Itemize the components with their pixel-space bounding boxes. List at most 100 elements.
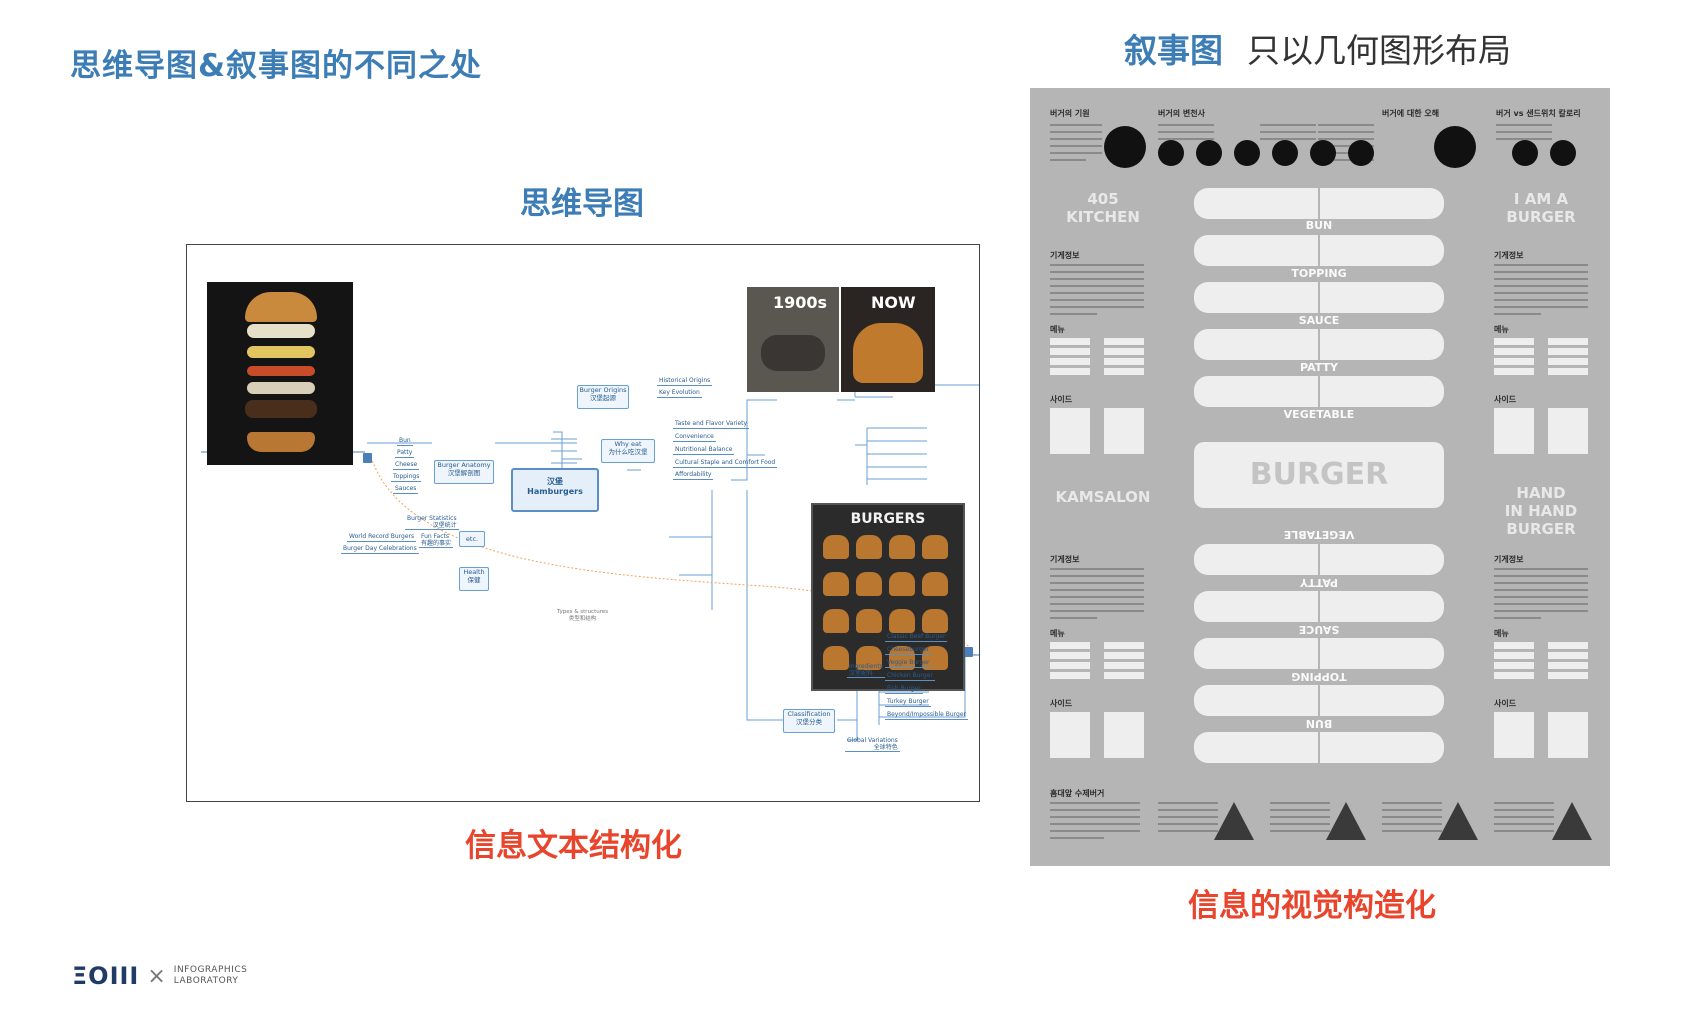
node-fish: Fish Burger: [885, 685, 923, 694]
relation-label: Types & structures 类型和结构: [557, 609, 608, 623]
node-nutrition: Nutritional Balance: [673, 446, 735, 455]
patty-shape: [245, 400, 317, 418]
bun-bottom-shape: [247, 432, 315, 452]
menu-stack: [1494, 338, 1534, 378]
narrative-heading-bold: 叙事图: [1124, 31, 1223, 70]
menu-stack: [1494, 642, 1534, 682]
why-en: Why eat: [614, 440, 642, 448]
menu-stack: [1050, 642, 1090, 682]
node-cultural: Cultural Staple and Comfort Food: [673, 459, 778, 468]
bottom-text: [1050, 802, 1140, 844]
statistics-en: Burger Statistics: [407, 515, 457, 522]
layer-bar: [1194, 235, 1444, 266]
handinhand-line1: HAND: [1516, 484, 1566, 502]
node-toppings: Toppings: [391, 473, 422, 482]
poster-text-block: [1318, 124, 1374, 166]
relation-en: Types & structures: [557, 609, 609, 615]
menu-burger-thumb: [823, 535, 849, 559]
layer-label-vegetable: VEGETABLE: [1283, 408, 1355, 421]
layer-label-patty-flipped: PATTY: [1300, 576, 1338, 589]
node-global-variations: Global Variations 全球特色: [845, 737, 900, 752]
node-burger-anatomy: Burger Anatomy 汉堡解剖图: [434, 460, 494, 484]
relation-cn: 类型和结构: [568, 616, 597, 622]
handinhand-line2: IN HAND: [1504, 502, 1578, 520]
layer-bar: [1194, 732, 1444, 763]
info-label: 기게정보: [1494, 555, 1524, 564]
poster-circle: [1196, 140, 1222, 166]
poster-circle: [1310, 140, 1336, 166]
side-box: [1548, 712, 1588, 758]
node-chicken: Chicken Burger: [885, 672, 935, 681]
bottom-text: [1270, 802, 1330, 837]
layer-label-sauce: SAUCE: [1298, 314, 1340, 327]
node-sauces: Sauces: [393, 485, 419, 494]
info-label: 기게정보: [1050, 555, 1080, 564]
node-bun: Bun: [397, 437, 413, 446]
layer-bar: [1194, 282, 1444, 313]
funfacts-en: Fun Facts: [421, 533, 449, 540]
bottom-text: [1382, 802, 1442, 837]
cheese-shape: [247, 324, 315, 338]
menu-stack: [1548, 642, 1588, 682]
menu-burger-thumb: [922, 609, 948, 633]
burger-menu-photo: BURGERS: [811, 503, 965, 691]
bottom-text: [1158, 802, 1218, 837]
burger-now-photo: NOW: [841, 287, 935, 392]
anatomy-cn: 汉堡解剖图: [447, 469, 481, 477]
menu-burger-thumb: [889, 572, 915, 596]
poster-text-block: [1158, 124, 1214, 145]
menu-label: 메뉴: [1494, 325, 1509, 334]
mindmap-caption: 信息文本结构化: [465, 828, 682, 864]
iamaburger-line1: I AM A: [1513, 190, 1569, 208]
node-taste: Taste and Flavor Variety: [673, 420, 750, 429]
info-text: [1494, 568, 1588, 624]
node-burger-day: Burger Day Celebrations: [341, 545, 419, 554]
kitchen-kamsalon: KAMSALON: [1055, 488, 1151, 506]
layer-label-patty: PATTY: [1300, 361, 1338, 374]
menu-burger-thumb: [922, 646, 948, 670]
node-burger-statistics: Burger Statistics 汉堡统计: [405, 515, 459, 530]
photo-label-now: NOW: [871, 293, 916, 312]
statistics-cn: 汉堡统计: [432, 522, 457, 529]
layer-bar: [1194, 376, 1444, 407]
health-en: Health: [463, 568, 485, 576]
menu-burger-thumb: [856, 535, 882, 559]
menu-label: 메뉴: [1494, 629, 1509, 638]
node-cheese: Cheese: [393, 461, 420, 470]
poster-circle: [1234, 140, 1260, 166]
narrative-caption: 信息的视觉构造化: [1188, 888, 1436, 924]
bottom-text: [1494, 802, 1554, 837]
new-burger-shape: [853, 323, 923, 383]
menu-burger-thumb: [823, 572, 849, 596]
global-en: Global Variations: [847, 737, 898, 744]
narrative-heading: 叙事图只以几何图形布局: [1124, 24, 1511, 72]
mindmap-image: 1900s NOW BURGERS 汉堡 Hamburgers Burger O…: [186, 244, 980, 802]
layer-label-sauce-flipped: SAUCE: [1298, 623, 1340, 636]
poster-top-label-3: 버거에 대한 오해: [1382, 109, 1440, 118]
node-affordability: Affordability: [673, 471, 714, 480]
info-label: 기게정보: [1050, 251, 1080, 260]
node-cheeseburger: Cheeseburger: [885, 646, 932, 655]
poster-text-block: [1050, 124, 1102, 166]
classification-en: Classification: [787, 710, 831, 718]
menu-burger-thumb: [823, 646, 849, 670]
side-label: 사이드: [1050, 699, 1073, 708]
poster-circle: [1512, 140, 1538, 166]
menu-stack: [1104, 338, 1144, 378]
layer-label-vegetable-flipped: VEGETABLE: [1283, 528, 1355, 541]
old-burger-shape: [761, 335, 825, 371]
layer-bar: [1194, 188, 1444, 219]
topping-shape: [247, 346, 315, 358]
node-burger-origins: Burger Origins 汉堡起源: [577, 385, 629, 409]
poster-text-block: [1496, 124, 1552, 145]
node-etc: etc.: [459, 531, 485, 547]
menu-burger-thumb: [889, 646, 915, 670]
narrative-heading-note: 只以几何图形布局: [1247, 31, 1511, 70]
node-classic-beef: Classic Beef Burger: [885, 633, 948, 642]
narrative-poster: 버거의 기원 버거의 변천사 버거에 대한 오해 버거 vs 샌드위치 칼로리 …: [1030, 88, 1610, 866]
menu-label: 메뉴: [1050, 325, 1065, 334]
center-label-cn: 汉堡: [547, 477, 563, 486]
layer-label-topping-flipped: TOPPING: [1291, 670, 1347, 683]
logo-mark: ΞOIII: [72, 962, 140, 990]
iamaburger-line2: BURGER: [1506, 208, 1576, 226]
